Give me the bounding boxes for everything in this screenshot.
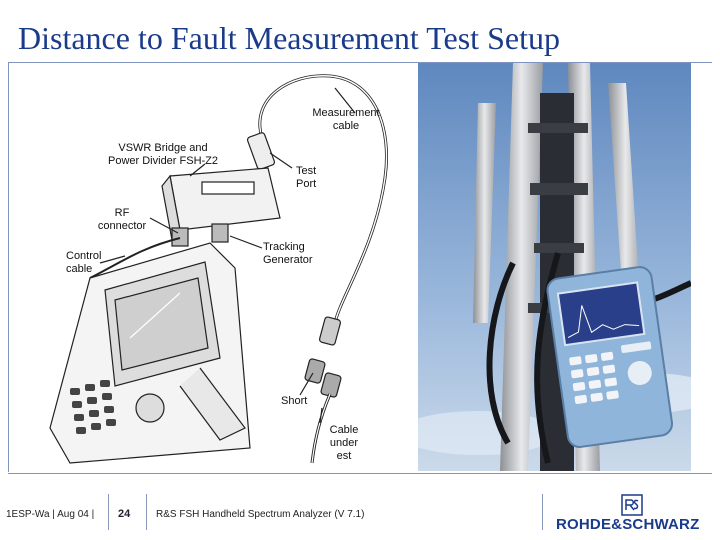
footer-caption: R&S FSH Handheld Spectrum Analyzer (V 7.… [156,509,365,520]
label-rf-connector-line2: connector [97,220,147,232]
test-setup-diagram: Measurement cable VSWR Bridge and Power … [30,68,410,470]
footer-separator-1 [108,494,109,530]
label-tracking-generator-line1: Tracking [263,241,305,253]
logo-emblem-icon [621,494,643,516]
frame-bottom-border [8,473,712,474]
label-measurement-cable: Measurement cable [308,107,384,133]
label-cable-under-test-line2: under [329,437,359,449]
frame-left-border [8,62,9,472]
footer-org-date: 1ESP-Wa | Aug 04 | [6,509,95,520]
footer-separator-3 [542,494,543,530]
logo-wordmark: ROHDE&SCHWARZ [556,516,700,533]
rohde-schwarz-logo: ROHDE&SCHWARZ [552,494,712,538]
test-setup-illustration [49,74,389,464]
label-cable-under-test-line1: Cable [329,424,359,436]
label-test-port-line1: Test [296,165,317,177]
antenna-mast-photo [418,63,691,471]
label-short: Short [281,395,308,407]
footer-separator-2 [146,494,147,530]
label-cable-under-test: Cable under est [326,424,362,463]
label-vswr-bridge-line1: VSWR Bridge and [118,142,208,154]
label-test-port: Test Port [296,165,316,191]
label-control-cable: Control cable [66,250,101,276]
label-vswr-bridge-line2: Power Divider FSH-Z2 [108,155,219,167]
page-number: 24 [118,508,131,520]
label-measurement-cable-line1: Measurement [312,107,380,119]
label-test-port-line2: Port [296,178,317,190]
label-control-cable-line2: cable [66,263,93,275]
slide-title: Distance to Fault Measurement Test Setup [18,20,560,56]
title-divider [8,62,712,63]
label-rf-connector: RF connector [92,207,152,233]
label-measurement-cable-line2: cable [332,120,360,132]
label-rf-connector-line1: RF [114,207,130,219]
label-tracking-generator-line2: Generator [263,254,313,266]
label-tracking-generator: Tracking Generator [263,241,313,267]
label-control-cable-line1: Control [66,250,102,262]
label-cable-under-test-line3: est [336,450,352,462]
antenna-mast-photo-art [418,63,691,471]
label-vswr-bridge: VSWR Bridge and Power Divider FSH-Z2 [108,142,218,168]
